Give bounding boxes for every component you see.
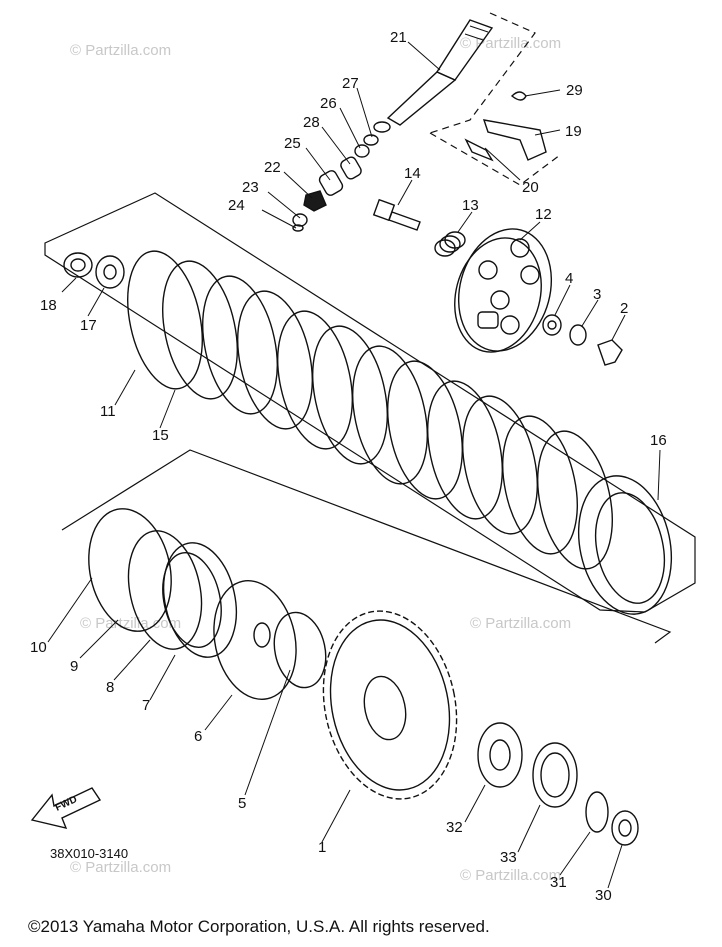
callout-26: 26 bbox=[320, 95, 337, 112]
callout-28: 28 bbox=[303, 114, 320, 131]
callout-7: 7 bbox=[142, 697, 150, 714]
pressure-plate-12 bbox=[454, 228, 553, 353]
push-lever-group-box bbox=[429, 12, 536, 134]
callout-3: 3 bbox=[593, 286, 601, 303]
spring-13 bbox=[434, 231, 466, 257]
callout-21: 21 bbox=[390, 29, 407, 46]
clutch-plate-stack bbox=[127, 250, 673, 615]
callout-29: 29 bbox=[566, 82, 583, 99]
callout-17: 17 bbox=[80, 317, 97, 334]
leader-lines bbox=[47, 41, 661, 889]
push-lever-group-box bbox=[429, 132, 561, 186]
watermark: © Partzilla.com bbox=[70, 859, 171, 876]
callout-2: 2 bbox=[620, 300, 628, 317]
watermarks: © Partzilla.com © Partzilla.com © Partzi… bbox=[70, 35, 571, 884]
callout-19: 19 bbox=[565, 123, 582, 140]
callout-22: 22 bbox=[264, 159, 281, 176]
callout-18: 18 bbox=[40, 297, 57, 314]
primary-gear-1 bbox=[322, 610, 458, 800]
washer-nut-bearing bbox=[542, 314, 623, 366]
callout-6: 6 bbox=[194, 728, 202, 745]
callout-32: 32 bbox=[446, 819, 463, 836]
callout-9: 9 bbox=[70, 658, 78, 675]
plates-group-outline bbox=[44, 192, 696, 613]
watermark: © Partzilla.com bbox=[70, 42, 171, 59]
watermark: © Partzilla.com bbox=[460, 35, 561, 52]
callout-33: 33 bbox=[500, 849, 517, 866]
callout-1: 1 bbox=[318, 839, 326, 856]
callout-23: 23 bbox=[242, 179, 259, 196]
watermark: © Partzilla.com bbox=[80, 615, 181, 632]
callout-11: 11 bbox=[100, 403, 116, 420]
callouts: 1 2 3 4 5 6 7 8 9 10 11 12 13 14 15 16 1… bbox=[30, 29, 667, 904]
watermark: © Partzilla.com bbox=[470, 615, 571, 632]
clutch-boss-6 bbox=[213, 580, 327, 700]
callout-15: 15 bbox=[152, 427, 169, 444]
callout-27: 27 bbox=[342, 75, 359, 92]
fwd-label: FWD bbox=[54, 794, 79, 814]
watermark: © Partzilla.com bbox=[460, 867, 561, 884]
callout-30: 30 bbox=[595, 887, 612, 904]
callout-20: 20 bbox=[522, 179, 539, 196]
callout-24: 24 bbox=[228, 197, 245, 214]
push-lever-parts bbox=[464, 91, 547, 162]
callout-13: 13 bbox=[462, 197, 479, 214]
bolt-14 bbox=[372, 198, 421, 231]
callout-16: 16 bbox=[650, 432, 667, 449]
fwd-arrow-icon: FWD bbox=[30, 787, 102, 829]
callout-4: 4 bbox=[565, 270, 573, 287]
callout-14: 14 bbox=[404, 165, 421, 182]
bearing-parts bbox=[477, 722, 639, 846]
callout-25: 25 bbox=[284, 135, 301, 152]
copyright-notice: ©2013 Yamaha Motor Corporation, U.S.A. A… bbox=[28, 917, 490, 936]
callout-8: 8 bbox=[106, 679, 114, 696]
callout-31: 31 bbox=[550, 874, 567, 891]
callout-5: 5 bbox=[238, 795, 246, 812]
callout-10: 10 bbox=[30, 639, 47, 656]
lower-rings bbox=[88, 508, 237, 658]
basket-group-outline bbox=[61, 449, 672, 644]
push-rod-21 bbox=[373, 19, 494, 133]
pull-rod-parts bbox=[292, 134, 379, 232]
nut-18-washer-17 bbox=[63, 252, 125, 289]
callout-12: 12 bbox=[535, 206, 552, 223]
diagram-code: 38X010-3140 bbox=[50, 846, 128, 861]
